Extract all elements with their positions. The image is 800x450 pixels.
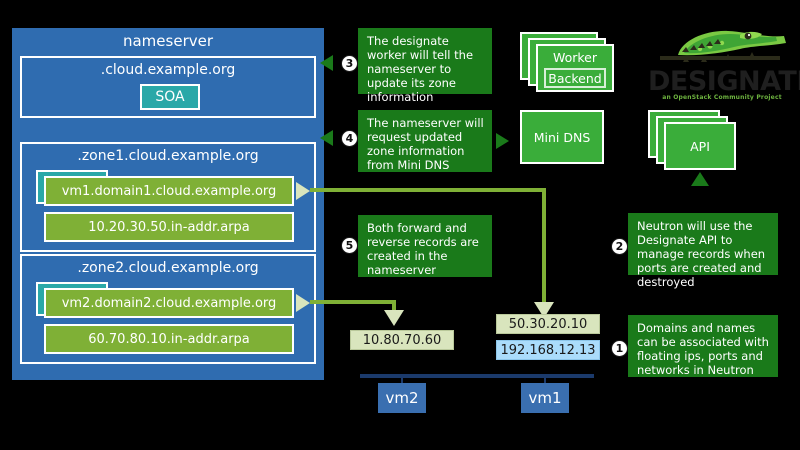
- logo-tagline: an OpenStack Community Project: [662, 94, 782, 101]
- callout-1-text: Domains and names can be associated with…: [628, 315, 778, 377]
- callout-5-text: Both forward and reverse records are cre…: [358, 215, 492, 277]
- vm2-ip-box: 10.80.70.60: [350, 330, 454, 350]
- network-bar: [360, 374, 594, 378]
- designate-logo: DESIGNATE an OpenStack Community Project: [648, 22, 800, 108]
- vm1-record-arrow: [296, 182, 310, 200]
- api-box: API: [664, 122, 736, 170]
- zone1-box: .zone1.cloud.example.org vm1.domain1.clo…: [20, 142, 316, 252]
- logo-wordmark: DESIGNATE: [648, 66, 800, 97]
- vm2-box: vm2: [378, 383, 426, 413]
- callout-badge-5: 5: [341, 237, 358, 254]
- worker-label: Worker: [552, 50, 598, 65]
- vm1-box: vm1: [521, 383, 569, 413]
- vm1-floating-ip-box: 50.30.20.10: [496, 314, 600, 334]
- vm2-connector-vertical: [392, 300, 396, 312]
- network-tick-vm2: [401, 374, 403, 383]
- zone1-label: .zone1.cloud.example.org: [77, 148, 259, 164]
- zone2-box: .zone2.cloud.example.org vm2.domain2.clo…: [20, 254, 316, 364]
- backend-box: Backend: [544, 68, 606, 88]
- vm1-connector-horizontal: [310, 188, 546, 192]
- callout-badge-2: 2: [611, 238, 628, 255]
- vm1-fixed-ip-box: 192.168.12.13: [496, 340, 600, 360]
- vm2-connector-horizontal: [310, 300, 396, 304]
- arrow-to-nameserver-zone: [320, 55, 333, 71]
- zone2-forward-record: vm2.domain2.cloud.example.org: [44, 288, 294, 318]
- root-zone-box: .cloud.example.org SOA: [20, 56, 316, 118]
- network-tick-vm1: [544, 374, 546, 383]
- callout-3-text: The designate worker will tell the names…: [358, 28, 492, 104]
- zone2-reverse-record: 60.70.80.10.in-addr.arpa: [44, 324, 294, 354]
- vm2-record-arrow: [296, 294, 310, 312]
- callout-badge-1: 1: [611, 340, 628, 357]
- vm1-connector-vertical: [542, 188, 546, 304]
- arrow-to-nameserver-request: [320, 130, 333, 146]
- callout-badge-4: 4: [341, 130, 358, 147]
- callout-2-text: Neutron will use the Designate API to ma…: [628, 213, 778, 289]
- soa-record-box: SOA: [140, 84, 200, 110]
- callout-4-text: The nameserver will request updated zone…: [358, 110, 492, 172]
- callout-badge-3: 3: [341, 55, 358, 72]
- vm2-connector-arrowhead: [384, 310, 404, 326]
- nameserver-title: nameserver: [122, 32, 214, 50]
- worker-service-box: Worker Backend: [536, 44, 614, 92]
- mini-dns-box: Mini DNS: [520, 110, 604, 164]
- crocodile-icon: [660, 30, 786, 62]
- root-zone-label: .cloud.example.org: [100, 62, 236, 78]
- arrow-to-api: [691, 172, 709, 186]
- zone1-reverse-record: 10.20.30.50.in-addr.arpa: [44, 212, 294, 242]
- zone1-forward-record: vm1.domain1.cloud.example.org: [44, 176, 294, 206]
- arrow-to-mini-dns: [496, 133, 509, 149]
- zone2-label: .zone2.cloud.example.org: [77, 260, 259, 276]
